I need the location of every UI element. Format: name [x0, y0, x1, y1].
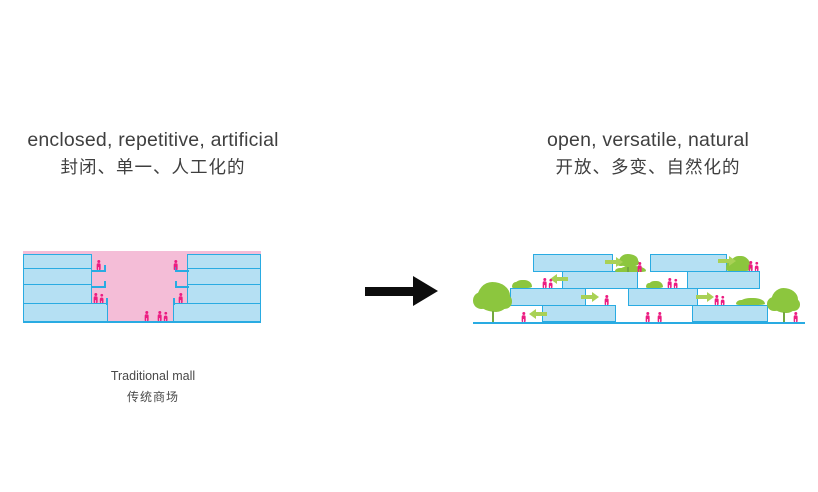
mall-floor [23, 303, 108, 323]
building-slab [687, 271, 760, 289]
flow-arrow-head [592, 292, 599, 302]
building-slab [533, 254, 613, 272]
building-slab [650, 254, 727, 272]
balcony-railing [173, 298, 175, 305]
person-icon [96, 260, 101, 271]
tree-canopy [767, 297, 781, 311]
open-mall-diagram [468, 250, 808, 325]
flow-arrow-icon [581, 292, 599, 302]
flow-arrow-stem [581, 295, 593, 298]
person-icon [714, 295, 719, 306]
mall-floor [23, 284, 92, 305]
ground-line [473, 322, 805, 324]
person-icon [99, 293, 104, 303]
building-slab [562, 271, 638, 289]
person-icon [637, 262, 642, 273]
flow-arrow-stem [557, 277, 569, 280]
person-icon [604, 295, 609, 306]
mall-balcony [175, 270, 189, 272]
person-icon [548, 278, 553, 288]
balcony-railing [104, 265, 106, 272]
left-caption-zh: 传统商场 [3, 390, 303, 405]
person-icon [173, 260, 178, 271]
person-icon [673, 278, 678, 288]
person-icon [93, 293, 98, 304]
tree-trunk [783, 312, 786, 322]
building-slab [510, 288, 586, 306]
flow-arrow-stem [696, 295, 708, 298]
person-icon [754, 261, 759, 271]
person-icon [521, 312, 526, 323]
building-slab [542, 305, 616, 322]
mall-balcony [175, 286, 189, 288]
person-icon [163, 311, 168, 321]
flow-arrow-stem [718, 259, 730, 262]
person-icon [178, 293, 183, 304]
mall-baseline [23, 321, 261, 323]
person-icon [667, 278, 672, 289]
transform-arrow-icon [365, 276, 439, 306]
person-icon [144, 311, 149, 322]
tree-trunk [627, 267, 630, 272]
flow-arrow-icon [529, 309, 547, 319]
left-caption-en: Traditional mall [3, 369, 303, 384]
person-icon [657, 312, 662, 323]
person-icon [157, 311, 162, 322]
flow-arrow-icon [696, 292, 714, 302]
tree-icon [475, 282, 511, 322]
tree-canopy [787, 298, 800, 311]
balcony-railing [106, 298, 108, 305]
right-title-en: open, versatile, natural [488, 129, 808, 151]
flow-arrow-head [529, 309, 536, 319]
transform-arrow-head [413, 276, 438, 306]
tree-canopy [497, 294, 513, 309]
building-slab [692, 305, 768, 322]
flow-arrow-head [729, 256, 736, 266]
transform-arrow-shaft [365, 287, 414, 296]
flow-arrow-head [707, 292, 714, 302]
flow-arrow-icon [605, 257, 623, 267]
left-title-zh: 封闭、单一、人工化的 [3, 156, 303, 178]
person-icon [645, 312, 650, 323]
mall-floor [173, 303, 261, 323]
mall-floor [187, 284, 261, 305]
person-icon [542, 278, 547, 289]
building-slab [628, 288, 698, 306]
person-icon [720, 295, 725, 305]
left-title-en: enclosed, repetitive, artificial [3, 129, 303, 151]
traditional-mall-diagram [23, 251, 261, 323]
flow-arrow-stem [605, 260, 617, 263]
right-title-zh: 开放、多变、自然化的 [488, 156, 808, 178]
balcony-railing [175, 281, 177, 288]
flow-arrow-head [616, 257, 623, 267]
person-icon [748, 261, 753, 272]
balcony-railing [104, 281, 106, 288]
tree-trunk [492, 311, 495, 322]
bush-icon [648, 281, 663, 288]
bush-icon [514, 280, 532, 288]
person-icon [793, 312, 798, 323]
flow-arrow-stem [536, 312, 548, 315]
bush-icon [739, 298, 765, 305]
flow-arrow-icon [718, 256, 736, 266]
